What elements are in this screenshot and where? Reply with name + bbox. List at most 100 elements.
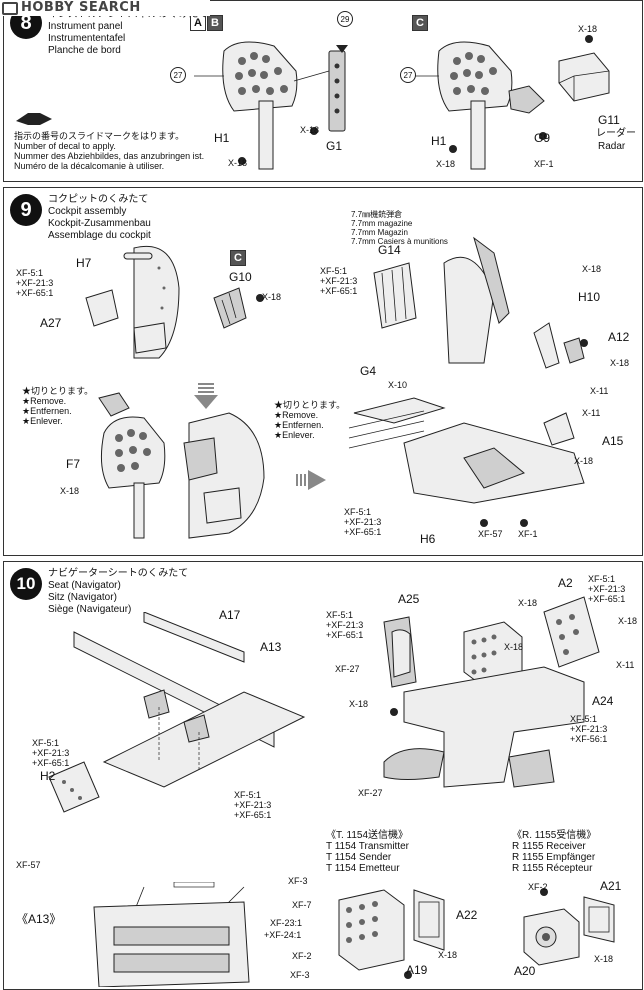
paint-xf57: XF-57 (478, 529, 503, 539)
variant-badge-b: B (207, 15, 223, 31)
part-g14: G14 (378, 243, 401, 257)
part-a12: A12 (608, 330, 630, 344)
step-8-section: 8 インストルメントパネルのくみたて Instrument panel Inst… (3, 0, 643, 182)
paint-a2-x18-c: X-18 (504, 642, 524, 652)
title-fr: Assemblage du cockpit (48, 230, 151, 241)
radio-desk-drawing (383, 596, 600, 788)
paint-t-xf23: XF-23:1 (270, 918, 303, 928)
part-g9: G9 (534, 131, 551, 145)
step-title: コクピットのくみたて Cockpit assembly Kockpit-Zusa… (48, 194, 151, 242)
g11-en: Radar (598, 141, 626, 152)
paint-h10: X-18 (582, 264, 602, 274)
paint-g14: XF-5:1+XF-21:3+XF-65:1 (320, 266, 358, 296)
title-fr: Siège (Navigateur) (48, 604, 132, 615)
paint-xf27-a: XF-27 (335, 664, 360, 674)
paint-t-xf7: XF-7 (292, 900, 312, 910)
a13-reference-label: 《A13》 (16, 912, 62, 926)
paint-g4: X-10 (388, 380, 408, 390)
cockpit-floor-drawing (348, 236, 588, 527)
part-a17: A17 (219, 608, 241, 622)
part-a2: A2 (558, 576, 573, 590)
part-h1: H1 (214, 131, 230, 145)
remove-note: ★切りとります。★Remove.★Entfernen.★Enlever. (22, 386, 94, 426)
part-g10: G10 (229, 270, 252, 284)
paint-h2-bottom: XF-57 (16, 860, 41, 870)
paint-xf27-b: XF-27 (358, 788, 383, 798)
paint-a2: XF-5:1+XF-21:3+XF-65:1 (588, 574, 626, 604)
title-en: Instrument panel (48, 21, 123, 32)
cockpit-assembly-drawing (98, 392, 265, 539)
r1155-receiver-drawing (523, 888, 615, 966)
step-right-arrow-icon (296, 470, 326, 490)
paint-a2-x18-b: X-18 (618, 616, 638, 626)
part-h6: H6 (420, 532, 436, 546)
paint-h2: XF-5:1+XF-21:3+XF-65:1 (32, 738, 70, 768)
part-a24: A24 (592, 694, 614, 708)
paint-t-xf3-b: XF-3 (290, 970, 310, 980)
step-10-section: 10 ナビゲーターシートのくみたて Seat (Navigator) Sitz … (3, 561, 643, 990)
step-down-arrow-icon (194, 383, 218, 409)
part-a21: A21 (600, 879, 622, 893)
paint-t-xf24: +XF-24:1 (264, 930, 302, 940)
part-g1: G1 (326, 139, 343, 153)
paint-r-xf2: XF-2 (528, 882, 548, 892)
instrument-panel-drawing-c (414, 35, 610, 170)
paint-a2-x11: X-11 (616, 660, 635, 670)
paint-h1-c: X-18 (436, 159, 456, 169)
watermark-logo: HOBBY SEARCH (0, 0, 210, 16)
paint-t-xf2: XF-2 (292, 951, 312, 961)
paint-h1: X-18 (228, 158, 248, 168)
title-de: Kockpit-Zusammenbau (48, 218, 151, 229)
part-a22: A22 (456, 908, 478, 922)
part-a13: A13 (260, 640, 282, 654)
part-a25: A25 (398, 592, 420, 606)
magazine-note: 7.7㎜機銃弾倉 7.7mm magazine 7.7mm Magazin 7.… (351, 210, 448, 246)
paint-a24: XF-5:1+XF-21:3+XF-56:1 (570, 714, 608, 744)
title-de: Instrumententafel (48, 33, 126, 44)
title-en: Seat (Navigator) (48, 580, 121, 591)
step-number: 10 (10, 568, 42, 600)
instrument-panel-drawing-a (194, 31, 348, 170)
paint-a2-x18-a: X-18 (518, 598, 538, 608)
variant-badge-a: A (190, 15, 206, 31)
step-number: 9 (10, 194, 42, 226)
paint-g10: X-18 (262, 292, 282, 302)
decal-legend: 指示の番号のスライドマークをはります。 Number of decal to a… (14, 131, 205, 171)
a13-underside-drawing (93, 882, 250, 987)
paint-a27: XF-5:1+XF-21:3+XF-65:1 (16, 268, 54, 298)
step-9-section: 9 コクピットのくみたて Cockpit assembly Kockpit-Zu… (3, 187, 643, 556)
part-a19: A19 (406, 963, 428, 977)
paint-xf1: XF-1 (518, 529, 538, 539)
decal-29-marker: 29 (337, 11, 353, 27)
title-jp: コクピットのくみたて (48, 194, 149, 205)
paint-h6: XF-5:1+XF-21:3+XF-65:1 (344, 507, 382, 537)
remove-note-2: ★切りとります。★Remove.★Entfernen.★Enlever. (274, 400, 346, 440)
part-h7: H7 (76, 256, 92, 270)
paint-f7: X-18 (60, 486, 80, 496)
title-jp: ナビゲーターシートのくみたて (48, 568, 189, 579)
part-a20: A20 (514, 964, 536, 978)
variant-badge-c: C (412, 15, 428, 31)
title-fr: Planche de bord (48, 45, 121, 56)
paint-radar: X-18 (578, 24, 598, 34)
paint-a12: X-18 (610, 358, 630, 368)
paint-g1: X-18 (300, 125, 320, 135)
paint-a19: X-18 (438, 950, 458, 960)
paint-x11-a: X-11 (590, 386, 609, 396)
part-h1-c: H1 (431, 134, 447, 148)
paint-g9: XF-1 (534, 159, 554, 169)
part-h10: H10 (578, 290, 601, 304)
variant-badge-c: C (230, 250, 246, 266)
g11-jp: レーダー (596, 128, 636, 139)
title-de: Sitz (Navigator) (48, 592, 117, 603)
part-a15: A15 (602, 434, 624, 448)
t1154-transmitter-drawing (338, 889, 445, 979)
paint-a13: XF-5:1+XF-21:3+XF-65:1 (234, 790, 272, 820)
part-h2: H2 (40, 769, 56, 783)
part-f7: F7 (66, 457, 81, 471)
paint-x11-b: X-11 (582, 408, 601, 418)
navigator-seat-base-drawing (48, 612, 306, 813)
title-en: Cockpit assembly (48, 206, 127, 217)
decal-arrow-icon (16, 113, 52, 125)
decal-27-marker: 27 (170, 67, 186, 83)
